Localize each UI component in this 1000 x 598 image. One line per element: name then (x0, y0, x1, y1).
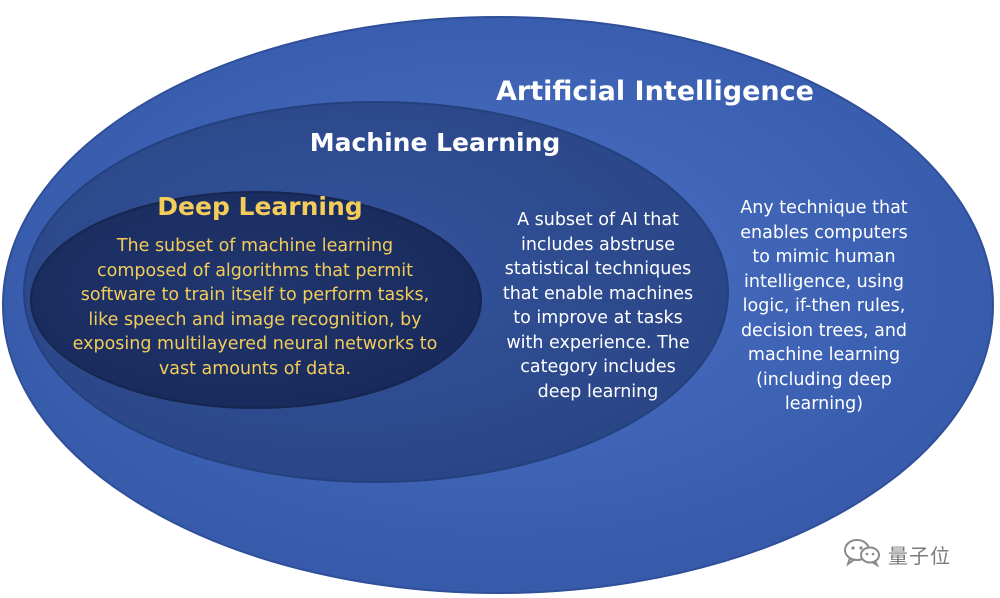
ml-description-line: A subset of AI that (517, 210, 679, 230)
dl-description: The subset of machine learning composed … (40, 234, 470, 381)
watermark: 量子位 (842, 537, 951, 571)
ml-description: A subset of AI that includes abstruse st… (478, 208, 718, 404)
dl-ellipse (30, 191, 482, 409)
ml-description-line: that enable machines (502, 283, 694, 304)
dl-description-line: software to train itself to perform task… (80, 285, 430, 305)
ai-description-line: learning) (784, 394, 864, 414)
watermark-text: 量子位 (888, 543, 951, 568)
ai-description-line: Any technique that (740, 198, 908, 218)
ai-description-line: enables computers (740, 222, 908, 243)
ml-description-line: deep learning (537, 381, 659, 402)
ai-description-line: to mimic human (752, 247, 896, 267)
dl-description-line: composed of algorithms that permit (97, 260, 413, 281)
dl-description-line: The subset of machine learning (116, 236, 394, 256)
ai-description-line: logic, if-then rules, (742, 296, 906, 316)
dl-description-line: vast amounts of data. (158, 358, 352, 379)
wechat-icon (842, 537, 882, 571)
ai-description-line: decision trees, and (740, 320, 908, 341)
ai-description-line: machine learning (747, 345, 901, 365)
ml-description-line: category includes (520, 357, 676, 377)
ai-description-line: intelligence, using (744, 271, 904, 292)
ml-description-line: with experience. The (506, 332, 690, 353)
ai-description-line: (including deep (756, 369, 892, 390)
ml-description-line: to improve at tasks (513, 308, 683, 328)
dl-title: Deep Learning (157, 192, 363, 221)
dl-description-line: like speech and image recognition, by (88, 309, 422, 330)
ml-description-line: statistical techniques (504, 259, 692, 279)
ml-title: Machine Learning (309, 128, 561, 157)
ai-title: Artificial Intelligence (496, 76, 814, 107)
ai-description: Any technique that enables computers to … (718, 196, 930, 417)
dl-description-line: exposing multilayered neural networks to (72, 334, 438, 354)
ml-description-line: includes abstruse (520, 234, 676, 255)
